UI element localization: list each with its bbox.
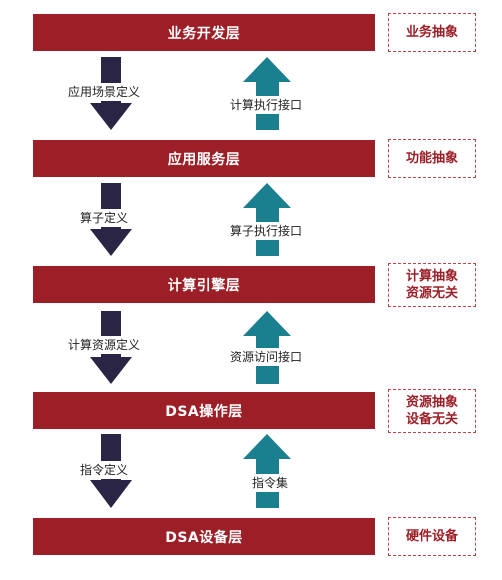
layer-dsa-device: DSA设备层 <box>33 518 375 555</box>
abstraction-line1: 计算抽象 <box>405 269 458 284</box>
up-label-instruction-set: 指令集 <box>250 474 291 492</box>
up-arrow-4 <box>243 434 291 508</box>
up-label-operator-exec: 算子执行接口 <box>228 222 305 240</box>
layer-business-dev: 业务开发层 <box>33 14 375 51</box>
up-label-resource-access: 资源访问接口 <box>228 348 305 366</box>
down-label-compute-resource: 计算资源定义 <box>66 336 143 354</box>
down-label-app-scenario: 应用场景定义 <box>66 83 143 101</box>
layer-dsa-operation: DSA操作层 <box>33 392 375 429</box>
down-label-operator-def: 算子定义 <box>78 209 131 227</box>
abstraction-hardware: 硬件设备 <box>388 517 476 556</box>
abstraction-business: 业务抽象 <box>388 13 476 52</box>
layer-label: 业务开发层 <box>167 25 241 42</box>
up-arrow-2 <box>243 183 291 256</box>
abstraction-resource: 资源抽象 设备无关 <box>388 389 476 433</box>
up-arrow-1 <box>243 57 291 130</box>
abstraction-line2: 资源无关 <box>405 286 458 301</box>
layer-compute-engine: 计算引擎层 <box>33 266 375 303</box>
abstraction-line1: 功能抽象 <box>405 151 458 166</box>
layer-app-service: 应用服务层 <box>33 140 375 177</box>
layer-label: 计算引擎层 <box>167 277 241 294</box>
abstraction-line1: 资源抽象 <box>405 395 458 410</box>
up-label-compute-exec: 计算执行接口 <box>228 96 305 114</box>
abstraction-compute: 计算抽象 资源无关 <box>388 263 476 307</box>
abstraction-line1: 硬件设备 <box>405 529 458 544</box>
down-label-instruction-def: 指令定义 <box>78 461 131 479</box>
abstraction-function: 功能抽象 <box>388 139 476 178</box>
layer-label: DSA操作层 <box>165 403 243 420</box>
layer-label: DSA设备层 <box>165 529 243 546</box>
abstraction-line2: 设备无关 <box>405 412 458 427</box>
abstraction-line1: 业务抽象 <box>405 25 458 40</box>
layer-label: 应用服务层 <box>167 151 241 168</box>
